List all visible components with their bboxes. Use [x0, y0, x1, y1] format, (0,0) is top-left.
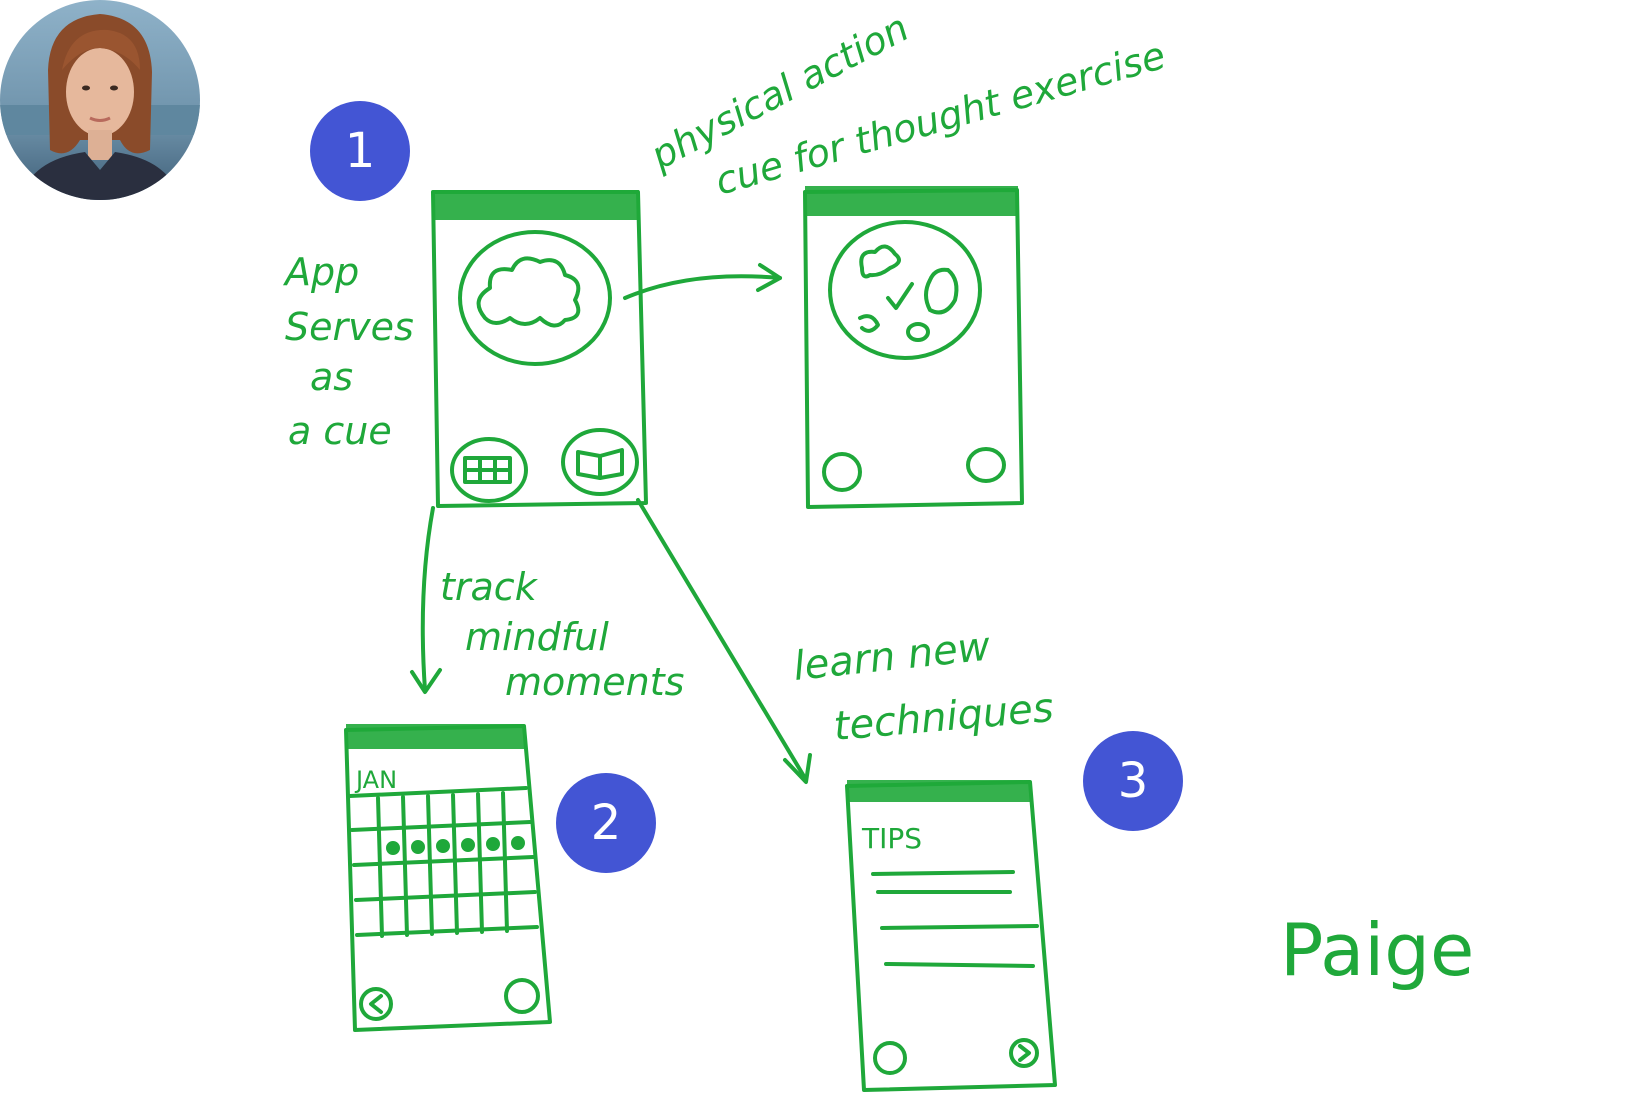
note-app-serves-line1: App: [282, 250, 359, 294]
person-photo-icon: [0, 0, 200, 200]
screen-1-phone: [431, 190, 648, 508]
note-app-serves-line3: as: [310, 355, 353, 399]
note-app-serves-line2: Serves: [285, 305, 414, 349]
screen-2-calendar-phone: [344, 724, 552, 1032]
back-icon: [359, 987, 393, 1021]
note-app-serves-line4: a cue: [288, 409, 392, 453]
calendar-month-label: JAN: [354, 766, 397, 794]
note-track-line1: track: [440, 565, 539, 609]
screen-cue-phone: [803, 186, 1024, 509]
arrow-to-screen-right: [623, 274, 782, 300]
calendar-button-icon: [450, 437, 528, 503]
cloud-circle-icon: [458, 230, 612, 366]
note-cue-for-thought: cue for thought exercise: [710, 33, 1170, 204]
note-track-line2: mindful: [465, 615, 609, 659]
step-badge-1: 1: [310, 101, 410, 201]
tips-title: TIPS: [861, 822, 922, 855]
note-learn-line2: techniques: [832, 685, 1055, 750]
forward-icon: [1009, 1038, 1039, 1068]
book-button-icon: [561, 428, 639, 496]
avatar: [0, 0, 200, 200]
note-track-line3: moments: [505, 660, 684, 704]
screen-3-tips-phone: [845, 780, 1057, 1092]
cloud-icon: [476, 256, 581, 328]
signature: Paige: [1280, 908, 1474, 992]
arrow-to-calendar: [420, 506, 435, 692]
step-badge-2: 2: [556, 773, 656, 873]
step-badge-3: 3: [1083, 731, 1183, 831]
arrow-to-tips: [636, 498, 807, 780]
thought-circle-icon: [828, 220, 982, 360]
note-learn-line1: learn new: [791, 624, 992, 690]
